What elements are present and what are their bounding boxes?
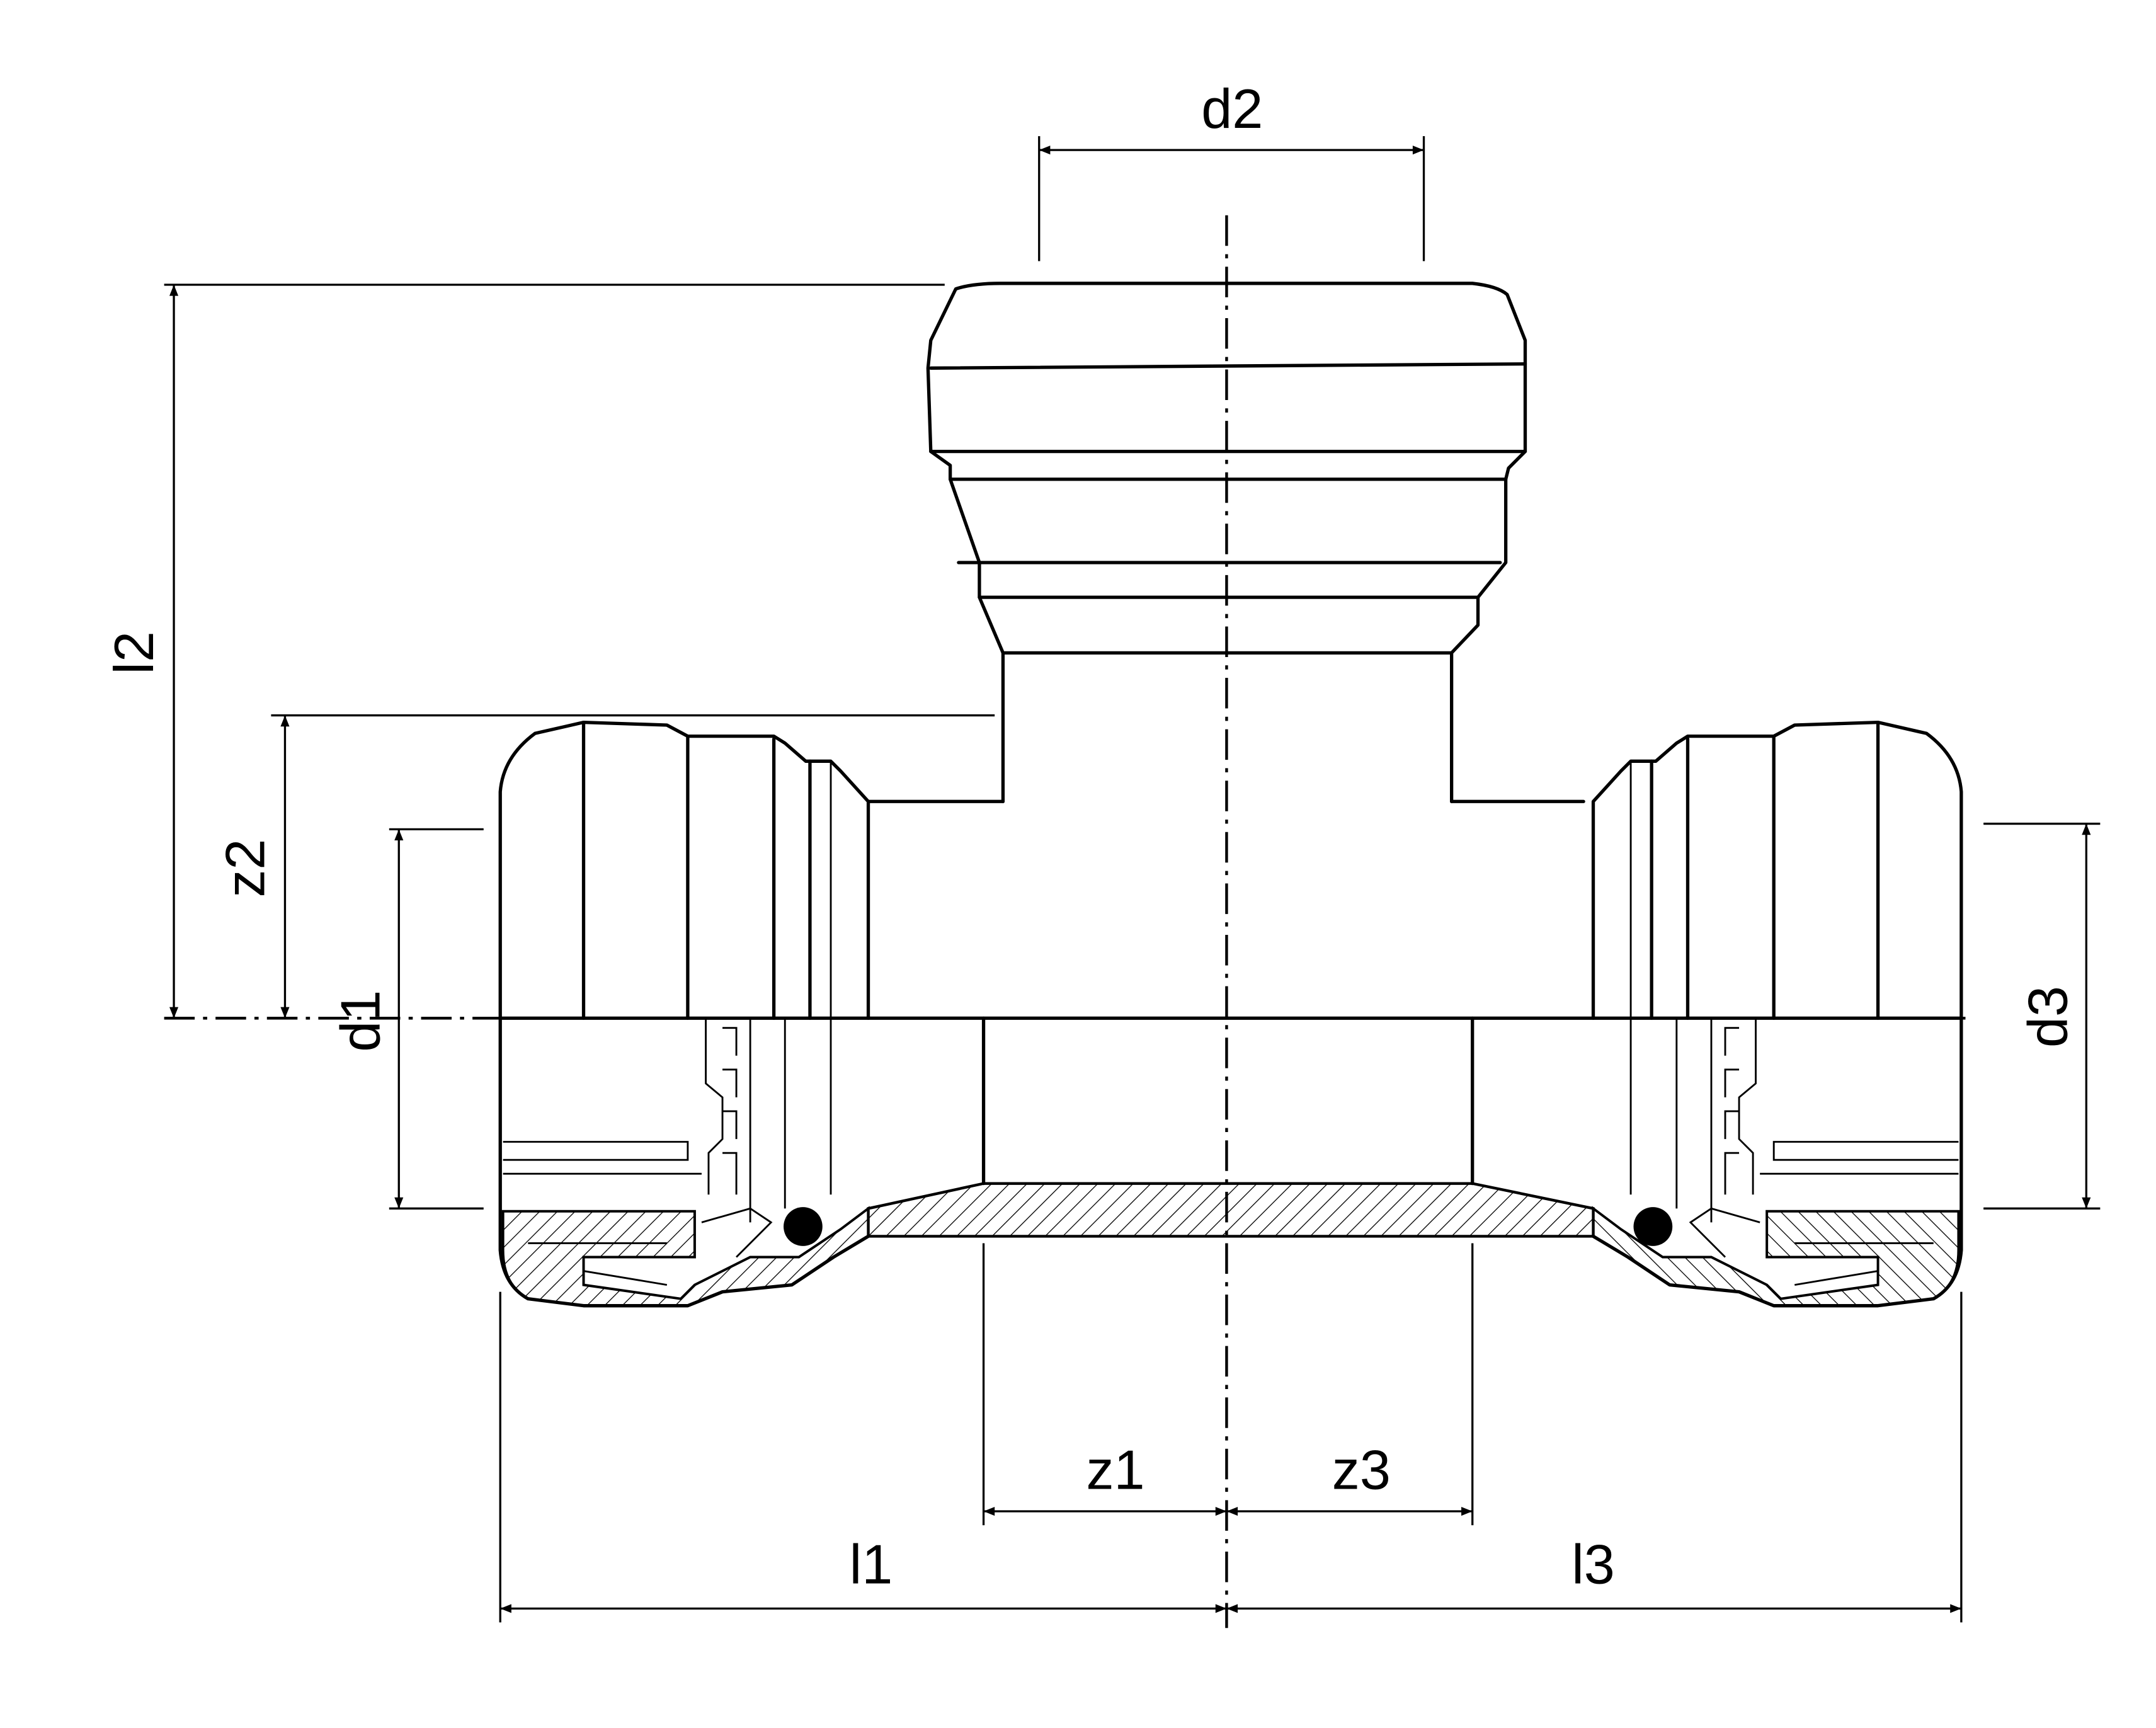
dimension-z2: z2: [214, 714, 995, 1019]
dimension-d2: d2: [1038, 77, 1425, 261]
tee-body: [498, 799, 1963, 1020]
centerlines: [164, 215, 1966, 1628]
label-l3: l3: [1571, 1533, 1615, 1596]
label-l1: l1: [850, 1533, 893, 1596]
label-d3: d3: [2016, 986, 2079, 1048]
o-ring-right: [1633, 1207, 1673, 1246]
right-socket: [1591, 720, 1963, 1308]
label-d2: d2: [1201, 77, 1263, 140]
top-branch-socket: [926, 282, 1527, 803]
label-z3: z3: [1332, 1439, 1391, 1501]
body-wall-section: [867, 1016, 1595, 1238]
label-z1: z1: [1086, 1439, 1144, 1501]
label-l2: l2: [103, 631, 165, 675]
dimension-l2: l2: [103, 283, 945, 1019]
left-socket: [498, 720, 870, 1308]
o-ring-left: [784, 1207, 823, 1246]
dimension-d1: d1: [329, 828, 484, 1210]
dimension-z1-z3: z1 z3: [982, 1243, 1474, 1526]
dimension-l1-l3: l1 l3: [499, 1291, 1963, 1623]
label-z2: z2: [214, 839, 276, 898]
dimension-d3: d3: [1983, 822, 2101, 1210]
label-d1: d1: [329, 990, 391, 1052]
